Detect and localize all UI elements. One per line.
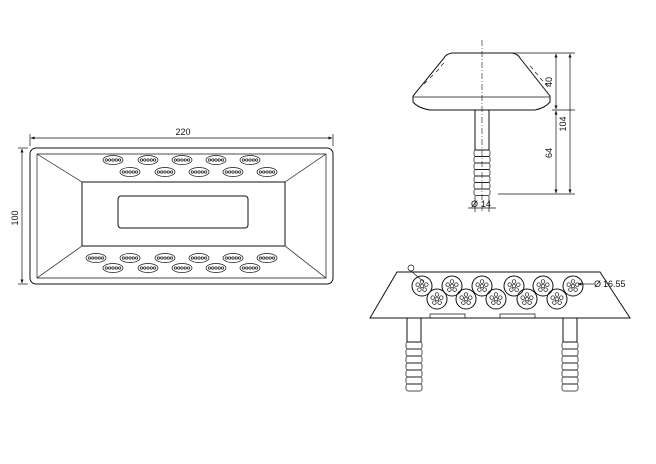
side-view-stem <box>473 109 491 196</box>
reflector <box>222 167 244 177</box>
top-view-outline <box>29 147 334 285</box>
top-view-reflectors <box>85 155 278 273</box>
reflector-large <box>471 275 493 297</box>
reflector-large <box>455 288 477 310</box>
front-view-reflectors <box>411 275 584 310</box>
dimension-stem-diameter-label: 14 <box>481 199 491 209</box>
reflector-large <box>426 288 448 310</box>
dimension-width: 220 <box>29 127 334 146</box>
side-view-notches-left <box>423 62 445 85</box>
reflector-large <box>485 288 507 310</box>
reflector <box>85 253 107 263</box>
front-view-body <box>369 271 631 319</box>
dimension-stem-diameter-prefix: Ø <box>471 199 478 209</box>
dimension-stem-length-label: 64 <box>544 148 554 158</box>
side-view-cap <box>412 52 551 111</box>
dimension-height: 100 <box>10 147 28 285</box>
reflector <box>154 167 176 177</box>
reflector <box>102 263 124 273</box>
reflector <box>256 167 278 177</box>
dimension-width-label: 220 <box>175 127 190 137</box>
stem <box>405 317 423 392</box>
reflector <box>137 263 159 273</box>
reflector <box>171 155 193 165</box>
reflector <box>119 167 141 177</box>
reflector <box>239 263 261 273</box>
dimension-side: 40 64 104 Ø 14 <box>468 52 575 212</box>
reflector <box>188 167 210 177</box>
dimension-total-height-label: 104 <box>558 116 568 131</box>
reflector <box>256 253 278 263</box>
reflector <box>239 155 261 165</box>
reflector-large <box>532 275 554 297</box>
front-view-base <box>370 313 630 319</box>
front-view: Ø 16.55 <box>369 264 631 392</box>
side-view-notches-right <box>529 65 549 88</box>
reflector <box>119 253 141 263</box>
top-view-edge <box>36 153 327 279</box>
reflector <box>205 263 227 273</box>
reflector-large <box>441 275 463 297</box>
reflector <box>171 263 193 273</box>
reflector-large <box>516 288 538 310</box>
dimension-reflector-diameter-prefix: Ø <box>594 279 601 289</box>
reflector-large <box>562 275 584 297</box>
top-view <box>29 147 334 285</box>
dimension-cap-height-label: 40 <box>544 77 554 87</box>
dimension-reflector-diameter-label: 16.55 <box>603 279 626 289</box>
reflector <box>137 155 159 165</box>
reflector-large <box>546 288 568 310</box>
stem <box>561 317 579 392</box>
reflector <box>102 155 124 165</box>
side-view <box>412 40 551 212</box>
front-view-stems <box>405 317 579 392</box>
reflector-large <box>503 275 525 297</box>
reflector-large <box>411 275 433 297</box>
reflector <box>222 253 244 263</box>
dimension-height-label: 100 <box>10 210 20 225</box>
top-view-window <box>117 195 249 229</box>
reflector <box>154 253 176 263</box>
reflector <box>205 155 227 165</box>
top-view-recess <box>81 181 286 247</box>
reference-circle <box>407 264 415 272</box>
reflector <box>188 253 210 263</box>
